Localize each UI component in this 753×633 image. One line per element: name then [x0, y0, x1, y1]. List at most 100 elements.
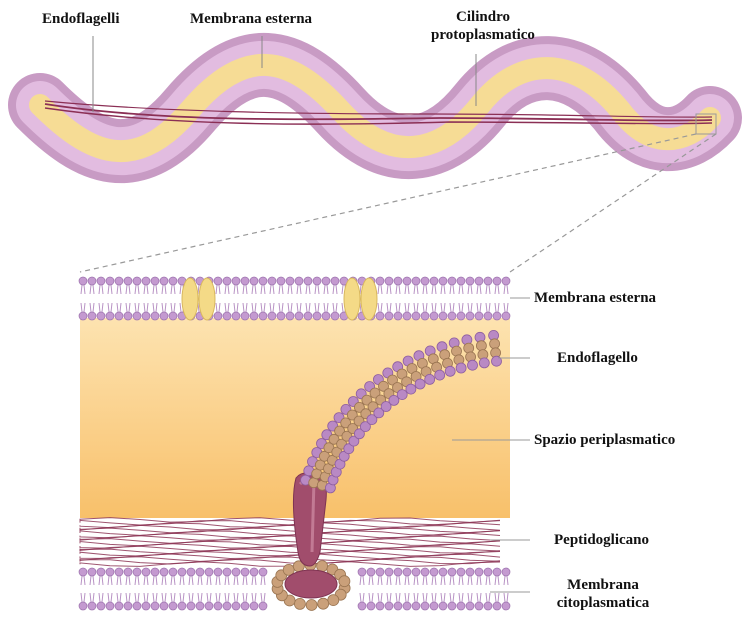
peptidoglycan-strand: [79, 540, 501, 547]
phospholipid-head: [411, 601, 421, 611]
motor-bead: [327, 594, 340, 606]
lipid-tail: [80, 575, 83, 586]
lipid-tail: [461, 284, 464, 295]
lipid-tail: [134, 284, 137, 295]
lipid-tail: [476, 575, 479, 586]
peptidoglycan-strand: [79, 545, 501, 552]
lipid-tail: [128, 284, 131, 295]
lipid-tail: [164, 575, 167, 586]
filament-sheath-bead: [414, 378, 426, 390]
phospholipid-head: [249, 276, 259, 286]
phospholipid-head: [231, 601, 241, 611]
label-membrana-cito-line1: Membrana: [567, 577, 639, 593]
phospholipid-head: [141, 601, 151, 611]
lipid-tail: [155, 302, 158, 313]
lipid-tail: [116, 592, 119, 603]
lipid-tail: [125, 284, 128, 295]
peptidoglycan-strand: [79, 527, 501, 534]
lipid-tail: [182, 592, 185, 603]
lipid-tail: [434, 592, 437, 603]
lipid-tail: [173, 592, 176, 603]
phospholipid-head: [447, 567, 457, 577]
phospholipid-head: [465, 601, 475, 611]
filament-sheath-bead: [444, 365, 456, 377]
lipid-tail: [431, 284, 434, 295]
phospholipid-head: [375, 567, 385, 577]
lipid-tail: [305, 284, 308, 295]
lipid-tail: [236, 284, 239, 295]
lipid-tail: [128, 575, 131, 586]
filament-core-bead: [334, 425, 346, 437]
lipid-tail: [449, 302, 452, 313]
lipid-tail: [107, 575, 110, 586]
phospholipid-head: [447, 601, 457, 611]
phospholipid-head: [231, 276, 241, 286]
phospholipid-head: [87, 601, 97, 611]
lipid-tail: [413, 575, 416, 586]
lipid-tail: [299, 284, 302, 295]
lipid-tail: [416, 592, 419, 603]
lipid-tail: [263, 284, 266, 295]
phospholipid-head: [303, 311, 313, 321]
lipid-tail: [308, 302, 311, 313]
lipid-tail: [380, 575, 383, 586]
lipid-tail: [494, 302, 497, 313]
lipid-tail: [458, 592, 461, 603]
phospholipid-head: [222, 601, 232, 611]
phospholipid-head: [375, 276, 385, 286]
phospholipid-head: [321, 276, 331, 286]
phospholipid-head: [402, 567, 412, 577]
lipid-tail: [236, 302, 239, 313]
phospholipid-head: [213, 567, 223, 577]
phospholipid-head: [501, 276, 511, 286]
lipid-tail: [233, 575, 236, 586]
lipid-tail: [98, 575, 101, 586]
lipid-tail: [146, 284, 149, 295]
phospholipid-head: [96, 601, 106, 611]
phospholipid-head: [294, 311, 304, 321]
lipid-tail: [128, 592, 131, 603]
phospholipid-head: [213, 311, 223, 321]
phospholipid-head: [150, 567, 160, 577]
lipid-tail: [431, 302, 434, 313]
phospholipid-head: [240, 567, 250, 577]
phospholipid-head: [150, 311, 160, 321]
filament-sheath-bead: [396, 389, 408, 401]
lipid-tail: [443, 302, 446, 313]
lipid-tail: [290, 302, 293, 313]
lipid-tail: [479, 284, 482, 295]
lipid-tail: [476, 284, 479, 295]
lipid-tail: [479, 592, 482, 603]
peptidoglycan-strand: [79, 524, 501, 531]
phospholipid-head: [240, 311, 250, 321]
phospholipid-head: [96, 567, 106, 577]
lipid-tail: [164, 284, 167, 295]
lipid-tail: [488, 575, 491, 586]
lipid-tail: [425, 302, 428, 313]
phospholipid-head: [474, 311, 484, 321]
lipid-tail: [233, 302, 236, 313]
lipid-tail: [404, 284, 407, 295]
lipid-tail: [434, 284, 437, 295]
phospholipid-head: [384, 311, 394, 321]
lipid-tail: [341, 302, 344, 313]
phospholipid-head: [393, 567, 403, 577]
lipid-tail: [125, 592, 128, 603]
phospholipid-head: [276, 276, 286, 286]
phospholipid-head: [150, 276, 160, 286]
label-endoflagelli: Endoflagelli: [42, 11, 120, 27]
lipid-tail: [458, 575, 461, 586]
phospholipid-head: [366, 567, 376, 577]
lipid-tail: [440, 592, 443, 603]
lipid-tail: [404, 302, 407, 313]
lipid-tail: [380, 592, 383, 603]
spirochete-cell: [8, 32, 742, 184]
lipid-tail: [458, 302, 461, 313]
lipid-tail: [191, 592, 194, 603]
lipid-tail: [170, 592, 173, 603]
lipid-tail: [143, 592, 146, 603]
motor-bead: [316, 560, 329, 572]
label-endoflagello: Endoflagello: [557, 350, 638, 366]
lipid-tail: [395, 302, 398, 313]
